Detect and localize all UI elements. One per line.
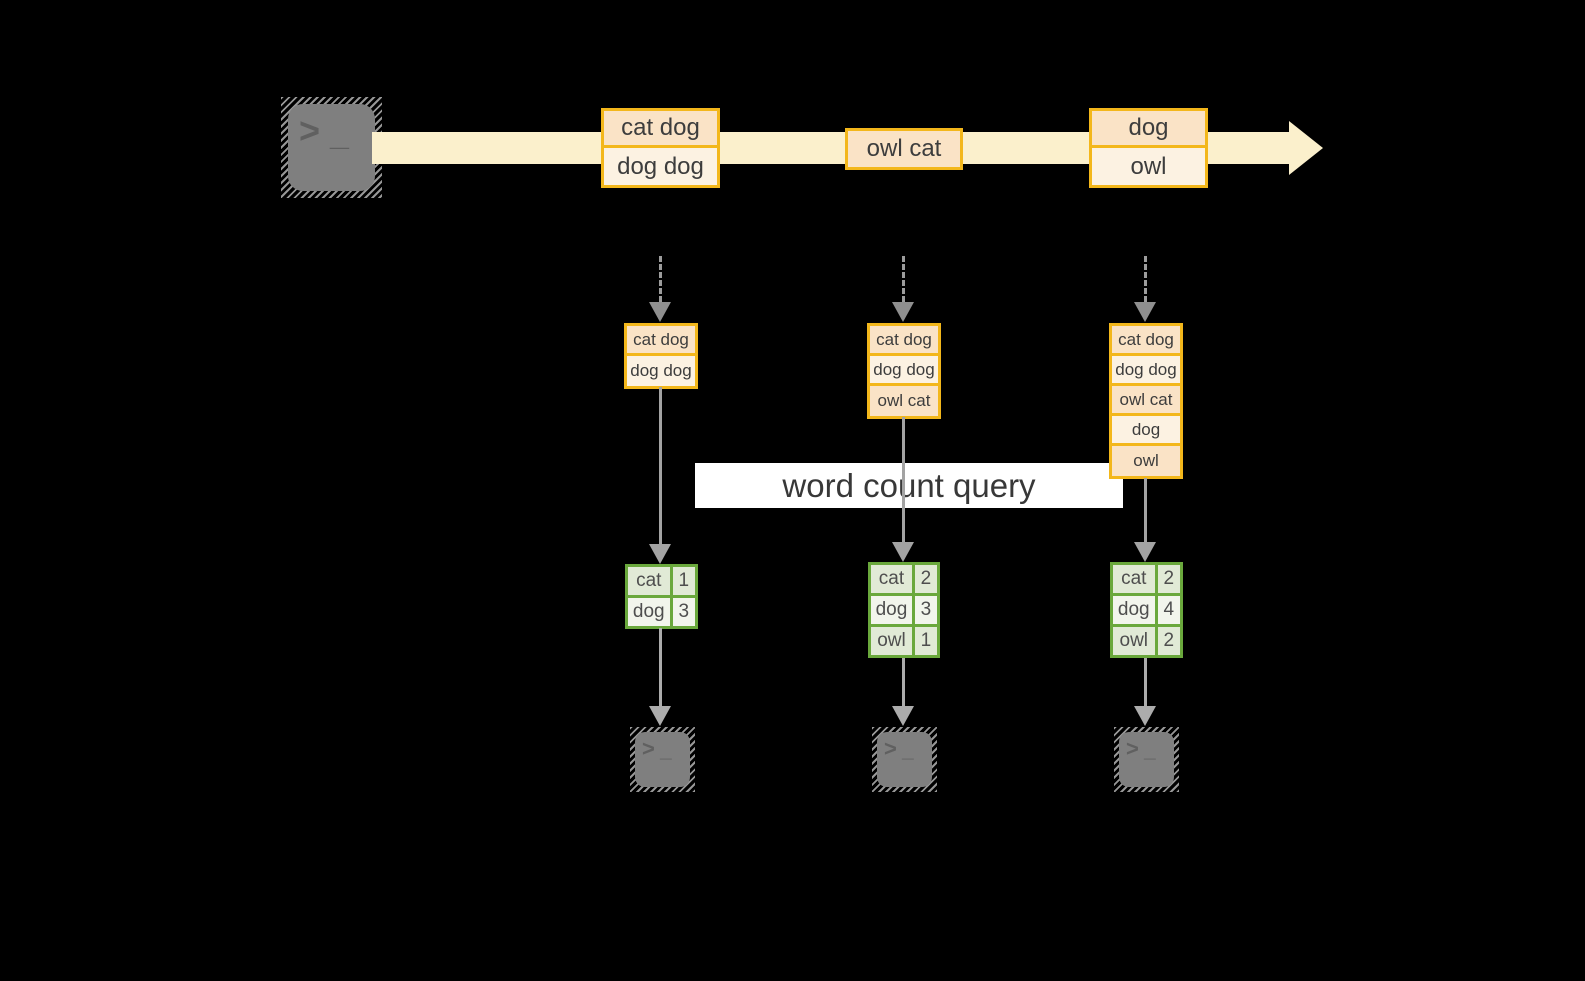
arrowhead-down-icon [1134, 302, 1156, 322]
count-word-cell: owl [871, 627, 915, 655]
stream-record-line: dog dog [604, 148, 717, 185]
arrow-shaft [902, 417, 905, 543]
terminal-icon: > _ [288, 104, 375, 191]
count-value-cell: 3 [914, 596, 937, 624]
arrowhead-down-icon [892, 302, 914, 322]
dashed-arrow-shaft [902, 256, 905, 302]
arrow-shaft [1144, 658, 1147, 706]
count-word-cell: dog [1113, 596, 1158, 624]
count-value-cell: 2 [914, 565, 937, 593]
buffer-row: dog dog [627, 356, 695, 386]
arrowhead-down-icon [1134, 542, 1156, 562]
buffer-row: dog [1112, 416, 1180, 446]
arrow-shaft [659, 387, 662, 545]
count-value-cell: 2 [1157, 565, 1180, 593]
count-value-cell: 4 [1157, 596, 1180, 624]
buffer-row: dog dog [870, 356, 938, 386]
buffer-row: cat dog [1112, 326, 1180, 356]
sink-terminal-icon: > _ [1114, 727, 1179, 792]
buffer-row: cat dog [627, 326, 695, 356]
count-value-cell: 3 [672, 598, 695, 626]
cursor-icon: _ [1144, 739, 1156, 762]
count-word-cell: dog [628, 598, 673, 626]
buffer-row: cat dog [870, 326, 938, 356]
buffer-row: owl cat [1112, 386, 1180, 416]
stream-arrowhead-icon [1289, 121, 1323, 175]
dashed-arrow-shaft [1144, 256, 1147, 302]
terminal-icon: > _ [635, 732, 690, 787]
count-value-cell: 1 [672, 567, 695, 595]
buffer-row: dog dog [1112, 356, 1180, 386]
sink-terminal-icon: > _ [872, 727, 937, 792]
arrowhead-down-icon [649, 302, 671, 322]
terminal-icon: > _ [877, 732, 932, 787]
terminal-icon: > _ [1119, 732, 1174, 787]
stream-record-line: cat dog [604, 111, 717, 148]
count-word-cell: cat [1113, 565, 1158, 593]
prompt-icon: > [299, 110, 321, 151]
query-banner-label: word count query [782, 466, 1036, 504]
query-banner: word count query [695, 463, 1123, 508]
count-word-cell: owl [1113, 627, 1158, 655]
count-word-cell: cat [871, 565, 915, 593]
stream-record-line: owl cat [848, 131, 960, 167]
stream-record-line: dog [1092, 111, 1205, 148]
sink-terminal-icon: > _ [630, 727, 695, 792]
count-word-cell: cat [628, 567, 673, 595]
cursor-icon: _ [330, 115, 349, 153]
cursor-icon: _ [902, 739, 914, 762]
arrowhead-down-icon [892, 542, 914, 562]
count-value-cell: 1 [914, 627, 937, 655]
arrowhead-down-icon [1134, 706, 1156, 726]
arrow-shaft [902, 658, 905, 706]
prompt-icon: > [1126, 736, 1139, 761]
arrow-shaft [1144, 478, 1147, 543]
source-terminal-icon: > _ [281, 97, 382, 198]
cursor-icon: _ [660, 739, 672, 762]
count-word-cell: dog [871, 596, 915, 624]
count-value-cell: 2 [1157, 627, 1180, 655]
dashed-arrow-shaft [659, 256, 662, 302]
buffer-row: owl cat [870, 386, 938, 416]
stream-record-box: owl cat [845, 128, 963, 170]
prompt-icon: > [884, 736, 897, 761]
arrowhead-down-icon [649, 706, 671, 726]
buffer-row: owl [1112, 446, 1180, 476]
prompt-icon: > [642, 736, 655, 761]
arrowhead-down-icon [649, 544, 671, 564]
stream-record-line: owl [1092, 148, 1205, 185]
arrowhead-down-icon [892, 706, 914, 726]
arrow-shaft [659, 628, 662, 706]
